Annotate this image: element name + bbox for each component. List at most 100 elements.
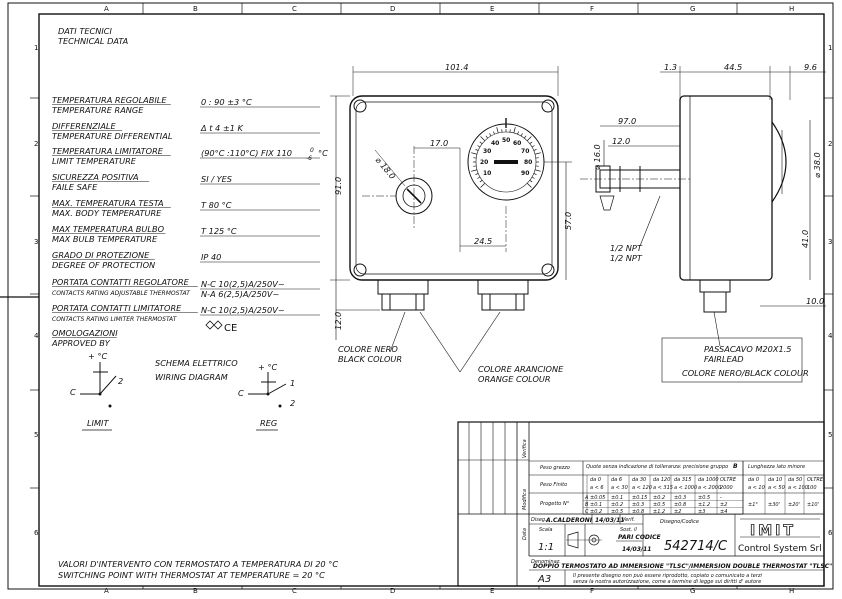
ang-header-sub: a < 100 (788, 485, 808, 491)
grid-col-bottom-F: F (590, 587, 594, 595)
ang-value: ±20' (788, 502, 800, 508)
tb-description: DOPPIO TERMOSTATO AD IMMERSIONE "TLSC"/I… (533, 563, 832, 570)
grid-col-bottom-B: B (193, 587, 198, 595)
dim-knob-dia: ⌀ 18.0 (373, 155, 397, 181)
footnote: VALORI D'INTERVENTO CON TERMOSTATO A TEM… (58, 559, 338, 580)
grid-col-D: D (390, 5, 395, 13)
tb-legal-1: Il presente disegno non può essere ripro… (573, 572, 763, 579)
dim-10-0: 10.0 (806, 296, 824, 306)
dial-label: 30 (483, 148, 491, 155)
dim-side: 57.0 (563, 212, 573, 230)
housing-side (680, 96, 772, 280)
fairlead-gland (704, 292, 726, 312)
tol-cell: ±0.2 (611, 502, 623, 508)
company-logo: IMIT (740, 519, 820, 539)
tb-scale-label: Scala (539, 527, 552, 533)
dim-44-5: 44.5 (724, 62, 742, 72)
tb-tolerance-group: B (733, 463, 738, 470)
reg-temp-symbol: + °C (258, 362, 278, 372)
projection-symbol-icon (566, 532, 602, 548)
spec-value: 0 : 90 ±3 °C (201, 97, 252, 107)
tol-cell: ±0.5 (611, 509, 623, 515)
ang-header: da 50 (788, 477, 802, 483)
tol-cell: ±0.8 (632, 509, 644, 515)
dim-9-6: 9.6 (804, 62, 817, 72)
spec-label-en: FAILE SAFE (52, 182, 98, 192)
grid-row-right-2: 2 (828, 140, 832, 148)
tol-cell: ±1.2 (653, 509, 665, 515)
spec-label-en: DEGREE OF PROTECTION (52, 260, 155, 270)
spec-label-it: PORTATA CONTATTI LIMITATORE (52, 303, 182, 313)
tb-scale: 1:1 (538, 542, 554, 553)
dial-side-profile (772, 122, 786, 202)
ang-header: da 0 (748, 477, 759, 483)
screw-bottom-right-icon (542, 264, 554, 276)
ang-header-sub: a < 10 (748, 485, 765, 491)
side-view: 1.3 44.5 9.6 97.0 12.0 ⌀ 16.0 ⌀ 38.0 41.… (580, 62, 826, 382)
ang-header: da 10 (768, 477, 782, 483)
dim-height: 91.0 (333, 177, 343, 195)
tol-cell: ±0.3 (632, 502, 644, 508)
tol-cell: - (720, 495, 722, 501)
housing-front (350, 96, 558, 280)
logo-text: IMIT (750, 523, 796, 539)
grid-row-right-1: 1 (828, 44, 832, 52)
dim-knob-offset: 17.0 (430, 138, 448, 148)
tol-header-sub: a < 6 (590, 485, 604, 491)
specs-title-it: DATI TECNICI (58, 26, 112, 36)
ang-header-sub: 100 (807, 485, 817, 491)
limit-switch-symbol: + °C C 2 LIMIT (70, 351, 123, 430)
tol-header-sub: a < 1000 (674, 485, 697, 491)
tol-cell: ±2 (674, 509, 681, 515)
dial-logo (494, 160, 518, 164)
label-black-it: COLORE NERO (338, 344, 398, 354)
dim-41-0: 41.0 (800, 230, 810, 248)
tb-legal-2: senza la nostra autorizzazione, come a t… (573, 579, 761, 585)
dim-bottom: 12.0 (333, 312, 343, 330)
spec-label-en: MAX. BODY TEMPERATURE (52, 208, 162, 218)
tb-code-ref: PARI CODICE (618, 534, 662, 541)
spec-label-it: GRADO DI PROTEZIONE (52, 250, 150, 260)
tol-header: da 30 (632, 477, 646, 483)
reg-terminal-c: C (238, 388, 244, 398)
dim-16-0: ⌀ 16.0 (592, 144, 602, 170)
tol-cell: ±2 (720, 502, 727, 508)
limit-terminal-c: C (70, 387, 76, 397)
spec-value-sub: -6 (306, 155, 312, 162)
grid-col-E: E (490, 5, 494, 13)
tol-header-sub: a < 2000 (698, 485, 721, 491)
spec-value-sup: 0 (310, 147, 314, 154)
reg-label: REG (260, 418, 277, 428)
tol-row-key: C (585, 509, 589, 515)
dial-label: 80 (524, 159, 532, 166)
tol-header: da 0 (590, 477, 601, 483)
tb-ang-title: Lunghezza lato minore (748, 464, 805, 470)
limit-terminal-2: 2 (118, 376, 123, 386)
spec-value-unit: °C (318, 148, 328, 158)
reg-terminal-1: 1 (290, 378, 295, 388)
tb-progetto: Progetto N° (540, 501, 570, 507)
spec-label-en: APPROVED BY (51, 338, 111, 348)
tol-cell: ±0.5 (698, 495, 710, 501)
spec-label-it: MAX. TEMPERATURA TESTA (52, 198, 164, 208)
ang-value: ±1° (748, 502, 758, 508)
wiring-title-en: WIRING DIAGRAM (155, 372, 228, 382)
wiring-title-it: SCHEMA ELETTRICO (155, 358, 238, 368)
ce-mark: CE (224, 323, 237, 334)
thread-1: 1/2 NPT (610, 243, 643, 253)
limit-temp-symbol: + °C (88, 351, 108, 361)
angular-tolerance-table: da 0a < 10±1°da 10a < 50±30'da 50a < 100… (748, 475, 824, 514)
fairlead-en: FAIRLEAD (704, 354, 744, 364)
tb-tolerance-header: Quote senza indicazione di tolleranza: p… (586, 464, 728, 470)
spec-label-en: CONTACTS RATING ADJUSTABLE THERMOSTAT (52, 290, 191, 297)
spec-label-it: MAX TEMPERATURA BULBO (52, 224, 165, 234)
grid-col-bottom-A: A (104, 587, 109, 595)
spec-value: SI / YES (201, 174, 232, 184)
tb-format: A3 (537, 574, 551, 585)
tol-cell: ±0.2 (653, 495, 665, 501)
tol-cell: ±0.1 (590, 502, 602, 508)
